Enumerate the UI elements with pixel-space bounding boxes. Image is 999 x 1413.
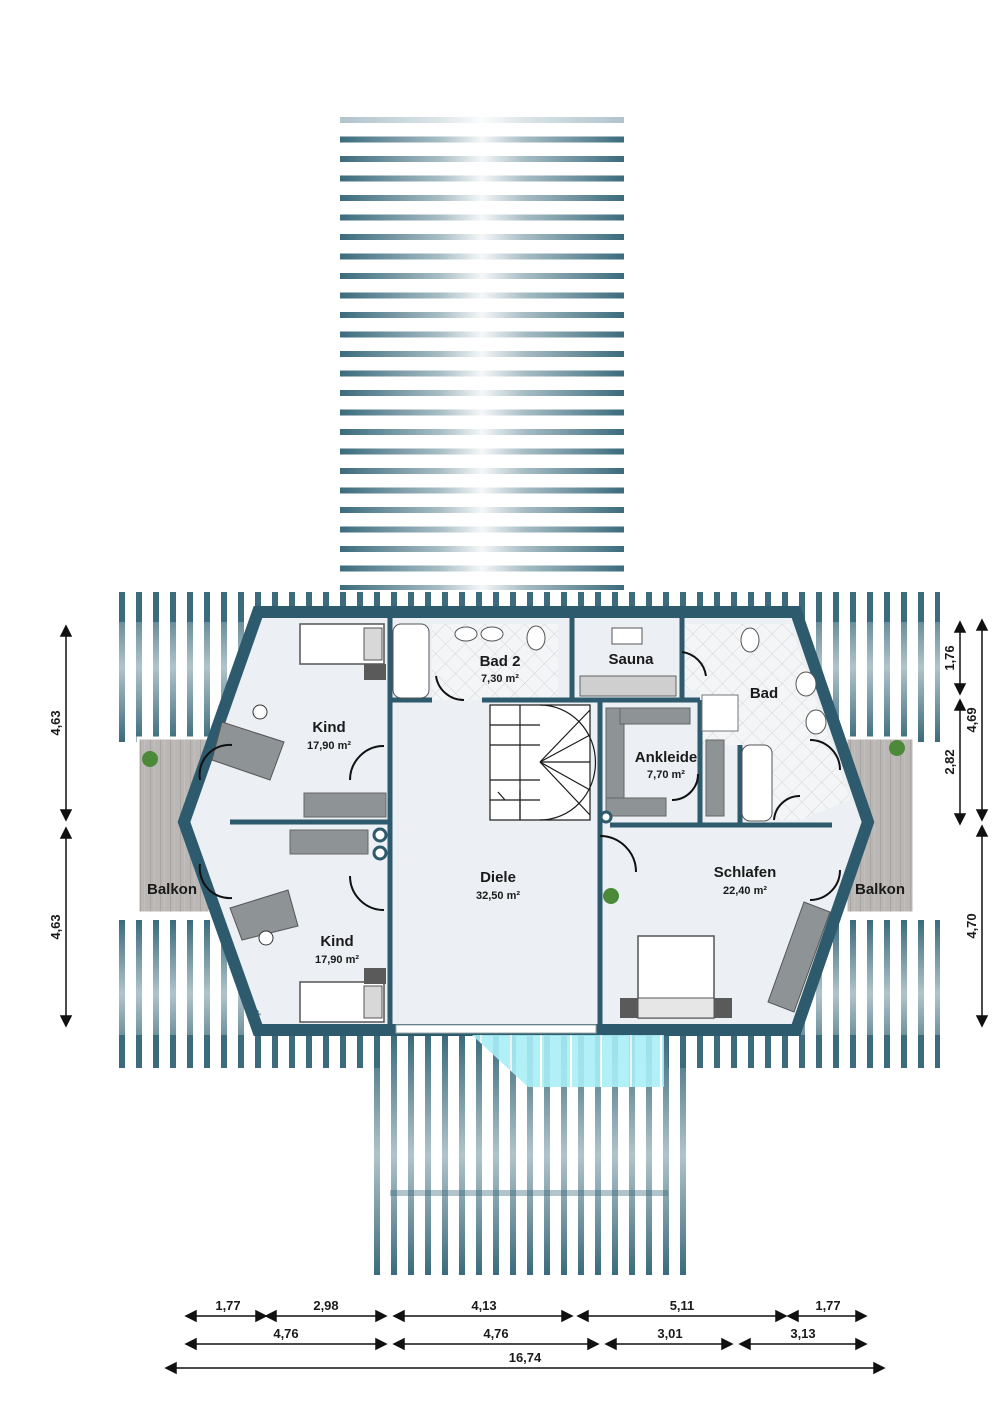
sauna-oven-icon (611, 627, 643, 645)
sink-icon (795, 671, 817, 697)
room-name-balkon-right: Balkon (855, 881, 905, 898)
doors (198, 651, 841, 911)
room-name-sauna: Sauna (608, 651, 654, 668)
wardrobe-schlafen (767, 901, 831, 1013)
room-name-ankleide: Ankleide (635, 749, 698, 766)
column-icon (372, 845, 388, 861)
room-area-kind-top: 17,90 m² (307, 740, 351, 752)
bathtub-bad (741, 744, 773, 822)
room-name-kind-top: Kind (312, 719, 345, 736)
bad-tiles (682, 624, 850, 820)
dim-right-outer-1: 4,69 (964, 707, 979, 732)
room-area-bad2: 7,30 m² (481, 673, 519, 685)
room-name-bad2: Bad 2 (480, 653, 521, 670)
ankleide-shelf-top (619, 707, 691, 725)
interior-walls (230, 612, 832, 1030)
room-area-kind-bottom: 17,90 m² (315, 954, 359, 966)
sink-icon (805, 709, 827, 735)
toilet-icon (526, 625, 546, 651)
dim-left-2: 4,63 (48, 914, 63, 939)
room-area-diele: 32,50 m² (476, 890, 520, 902)
wardrobe-kind-bottom (289, 829, 369, 855)
roof-top (340, 105, 624, 590)
room-name-schlafen: Schlafen (714, 864, 777, 881)
column-icon (372, 827, 388, 843)
room-name-kind-bottom: Kind (320, 933, 353, 950)
plant-icon (889, 740, 905, 756)
room-area-ankleide: 7,70 m² (647, 769, 685, 781)
bathtub-bad2 (392, 623, 430, 699)
roof-eave-bottom-left (118, 1035, 388, 1068)
room-name-balkon-left: Balkon (147, 881, 197, 898)
dim-bottom-5: 1,77 (815, 1298, 840, 1313)
ankleide-shelf-right (705, 739, 725, 817)
toilet-icon (740, 627, 760, 653)
dim-bottom-4: 5,11 (670, 1298, 695, 1313)
dimension-lines (59, 618, 989, 1375)
plant-icon (603, 888, 619, 904)
dim-right-inner-2: 2,82 (942, 749, 957, 774)
dim-bottom-row2-2: 4,76 (483, 1326, 508, 1341)
bed-kind-bottom (299, 968, 386, 1023)
column-icon (599, 810, 613, 824)
chair-icon (258, 930, 274, 946)
dim-total: 16,74 (509, 1350, 542, 1365)
dim-right-inner-1: 1,76 (942, 645, 957, 670)
dim-bottom-2: 2,98 (313, 1298, 338, 1313)
chair-icon (252, 704, 268, 720)
room-name-bad: Bad (750, 685, 778, 702)
ankleide-shelf-bottom (605, 797, 667, 817)
sauna-bench (579, 675, 677, 697)
dim-left-1: 4,63 (48, 710, 63, 735)
sink-icon (480, 626, 504, 642)
wardrobe-kind-top (303, 792, 387, 818)
bed-kind-top (299, 623, 386, 680)
room-area-schlafen: 22,40 m² (723, 885, 767, 897)
staircase (489, 704, 597, 821)
dim-bottom-3: 4,13 (471, 1298, 496, 1313)
dim-right-outer-2: 4,70 (964, 913, 979, 938)
dim-bottom-row2-4: 3,13 (790, 1326, 815, 1341)
window-bottom (395, 1024, 597, 1034)
bed-schlafen (620, 935, 732, 1019)
building-outline (177, 606, 875, 1036)
desk-kind-bottom (229, 889, 299, 941)
roof-eave-bottom-right (668, 1035, 940, 1068)
sink-icon (454, 626, 478, 642)
glass-canopy (472, 1035, 664, 1087)
shower-icon (701, 694, 739, 732)
plant-icon (142, 751, 158, 767)
room-name-diele: Diele (480, 869, 516, 886)
logo: VP (250, 1009, 263, 1023)
dim-bottom-row2-1: 4,76 (273, 1326, 298, 1341)
dim-bottom-row2-3: 3,01 (657, 1326, 682, 1341)
dim-bottom-1: 1,77 (215, 1298, 240, 1313)
